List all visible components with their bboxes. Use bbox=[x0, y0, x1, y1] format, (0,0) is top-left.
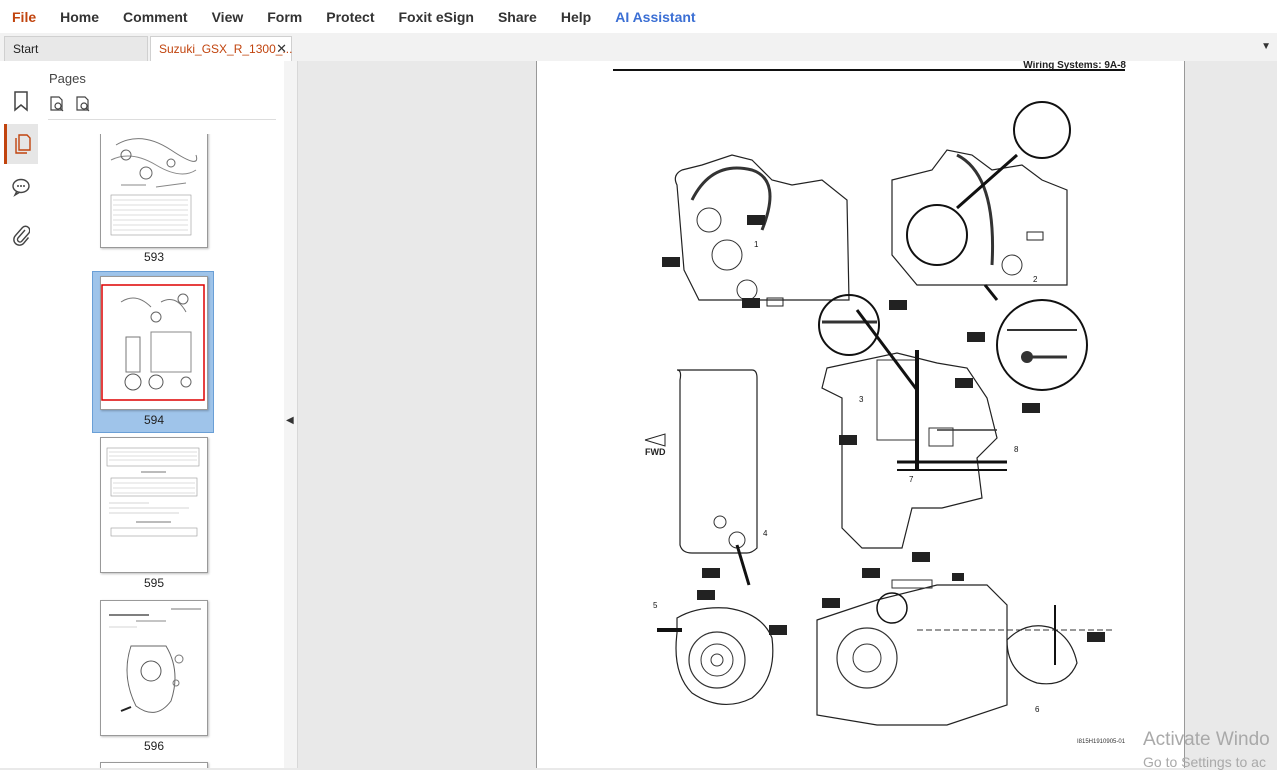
page-header: Wiring Systems: 9A-8 bbox=[1023, 61, 1126, 71]
panel-title: Pages bbox=[49, 71, 86, 86]
thumbnail-page-597[interactable] bbox=[100, 762, 208, 768]
tab-bar: Start Suzuki_GSX_R_1300_... ✕ ▼ bbox=[0, 33, 1277, 62]
thumbnail-label-596: 596 bbox=[143, 739, 165, 753]
pages-panel: Pages 593 bbox=[40, 61, 323, 768]
menu-help[interactable]: Help bbox=[560, 8, 592, 25]
menu-comment[interactable]: Comment bbox=[123, 8, 188, 25]
tab-start-label: Start bbox=[13, 42, 39, 56]
document-viewer[interactable]: Wiring Systems: 9A-8 bbox=[298, 61, 1277, 768]
tab-document[interactable]: Suzuki_GSX_R_1300_... ✕ bbox=[150, 36, 292, 61]
thumbnail-page-593[interactable] bbox=[100, 134, 208, 248]
thumbnail-label-595: 595 bbox=[143, 576, 165, 590]
callout-8: 8 bbox=[1014, 445, 1019, 454]
callout-7: 7 bbox=[909, 475, 914, 484]
thumbnail-list: 593 594 bbox=[40, 134, 268, 768]
document-page: Wiring Systems: 9A-8 bbox=[536, 61, 1185, 768]
menu-home[interactable]: Home bbox=[60, 8, 100, 25]
page-options-icon[interactable] bbox=[49, 96, 65, 117]
thumbnail-page-596[interactable] bbox=[100, 600, 208, 736]
menu-ai-assistant[interactable]: AI Assistant bbox=[615, 8, 696, 25]
callout-3: 3 bbox=[859, 395, 864, 404]
fwd-label: FWD bbox=[645, 447, 666, 457]
tab-list-dropdown-icon[interactable]: ▼ bbox=[1261, 41, 1271, 52]
menu-bar: File Home Comment View Form Protect Foxi… bbox=[0, 0, 1277, 33]
menu-protect[interactable]: Protect bbox=[326, 8, 375, 25]
pages-icon[interactable] bbox=[4, 124, 38, 164]
activation-watermark-line2: Go to Settings to ac bbox=[1143, 754, 1266, 770]
panel-divider bbox=[48, 119, 276, 120]
callout-6: 6 bbox=[1035, 705, 1040, 714]
thumbnail-label-593: 593 bbox=[143, 250, 165, 264]
panel-splitter[interactable]: ◀ bbox=[284, 61, 298, 768]
callout-2: 2 bbox=[1033, 275, 1038, 284]
thumbnail-label-594: 594 bbox=[143, 413, 165, 427]
thumbnail-page-594[interactable] bbox=[100, 276, 208, 410]
menu-foxit-esign[interactable]: Foxit eSign bbox=[398, 8, 474, 25]
panel-toolbar bbox=[49, 96, 91, 117]
collapse-panel-icon[interactable]: ◀ bbox=[286, 415, 294, 426]
thumbnail-page-595[interactable] bbox=[100, 437, 208, 573]
wiring-diagram: FWD bbox=[613, 69, 1126, 745]
callout-5: 5 bbox=[653, 601, 658, 610]
callout-1: 1 bbox=[754, 240, 759, 249]
menu-share[interactable]: Share bbox=[497, 8, 537, 25]
menu-file[interactable]: File bbox=[12, 8, 37, 25]
left-rail bbox=[0, 61, 41, 768]
callout-4: 4 bbox=[763, 529, 768, 538]
activation-watermark-line1: Activate Windo bbox=[1143, 729, 1270, 750]
page-zoom-icon[interactable] bbox=[75, 96, 91, 117]
comment-icon[interactable] bbox=[4, 167, 38, 207]
close-icon[interactable]: ✕ bbox=[276, 41, 287, 56]
bookmark-icon[interactable] bbox=[4, 81, 38, 121]
tab-document-label: Suzuki_GSX_R_1300_... bbox=[159, 42, 293, 56]
tab-start[interactable]: Start bbox=[4, 36, 148, 61]
figure-code: I815H1910905-01 bbox=[1077, 739, 1126, 745]
menu-form[interactable]: Form bbox=[267, 8, 303, 25]
menu-view[interactable]: View bbox=[211, 8, 244, 25]
attachment-icon[interactable] bbox=[4, 215, 38, 255]
